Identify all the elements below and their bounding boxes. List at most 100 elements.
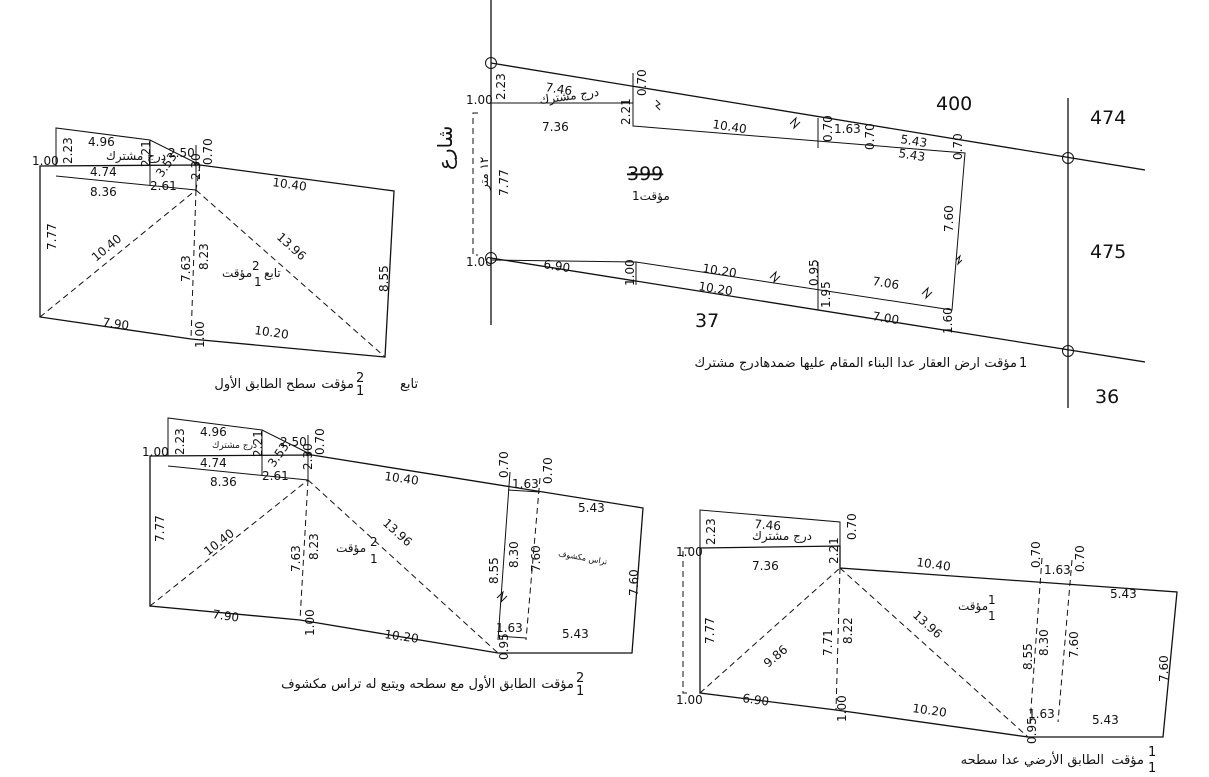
fraction-numerator: 1 <box>988 593 996 607</box>
dimension-label: 2.61 <box>150 179 177 193</box>
site-plan: 400 474 475 36 37 399 1مؤقت شارع ١٢ متر … <box>433 0 1146 408</box>
dimension-label: 2.21 <box>619 98 633 125</box>
partition-line <box>835 567 841 711</box>
dimension-label: 1.95 <box>819 281 833 308</box>
ground-floor-caption: 1 1 مؤقت الطابق الأرضي عدا سطحه <box>961 745 1157 776</box>
partition-line <box>195 164 201 191</box>
dimension-label: 9.86 <box>761 642 790 670</box>
terrace-label: تراس مكشوف <box>558 549 608 566</box>
stair-label: درج مشترك <box>106 149 166 164</box>
dimension-label: 4.96 <box>200 425 227 439</box>
partition-line <box>299 479 309 621</box>
dimension-label: 7.63 <box>179 255 193 282</box>
dimension-label: 1.00 <box>623 259 637 286</box>
dimension-label: 10.20 <box>702 261 738 280</box>
survey-point <box>1062 345 1074 357</box>
first-floor-caption: 2 1 مؤقت الطابق الأول مع سطحه ويتبع له ت… <box>281 671 584 699</box>
caption-temp: مؤقت <box>984 356 1017 371</box>
partition-line <box>167 465 309 481</box>
dimension-label: 0.70 <box>635 69 649 96</box>
caption-fraction-den: 1 <box>576 684 584 699</box>
unit-label: مؤقت <box>336 541 366 556</box>
dimension-label: 4.96 <box>88 135 115 149</box>
dimension-label: 10.20 <box>254 323 290 342</box>
dimension-label: 2.21 <box>139 140 153 167</box>
dimension-label: 7.60 <box>1157 655 1171 682</box>
caption-temp: مؤقت <box>321 377 354 392</box>
caption-fraction-num: 2 <box>576 671 584 686</box>
terrace-boundary <box>497 471 511 641</box>
break-mark <box>955 254 963 266</box>
dimension-label: 10.40 <box>712 117 748 136</box>
dimension-label: 13.96 <box>380 516 415 549</box>
first-floor-outline <box>149 454 644 654</box>
dimension-label: 5.43 <box>898 146 927 164</box>
dimension-label: 7.46 <box>754 517 782 533</box>
parcel-number-36: 36 <box>1095 386 1119 408</box>
dimension-label: 0.70 <box>201 138 215 165</box>
street-width-marker <box>472 112 478 256</box>
dimension-label: 10.40 <box>272 175 308 194</box>
dimension-label: 5.43 <box>562 627 589 641</box>
dimension-label: 8.55 <box>1021 643 1035 670</box>
break-mark <box>769 270 781 284</box>
stair-label: درج مشترك <box>752 529 812 544</box>
caption-temp: مؤقت <box>541 677 574 692</box>
dimension-label: 7.63 <box>289 545 303 572</box>
dimension-label: 7.60 <box>529 545 543 572</box>
street-width: ١٢ متر <box>477 157 492 191</box>
dimension-label: 5.43 <box>1110 587 1137 601</box>
survey-point <box>1062 152 1074 164</box>
annex-label: تابع <box>264 266 281 280</box>
fraction-denominator: 1 <box>988 609 996 623</box>
caption-text: الطابق الأول مع سطحه ويتبع له تراس مكشوف <box>281 675 536 692</box>
dimension-label: 7.46 <box>545 80 574 98</box>
dimension-label: 13.96 <box>274 230 309 263</box>
dimension-label: 2.21 <box>251 430 265 457</box>
dimension-label: 1.00 <box>676 693 703 707</box>
parcel-number-south: 37 <box>695 310 719 332</box>
diagonal-line <box>149 479 309 607</box>
stair-block <box>167 417 313 456</box>
dimension-label: 6.90 <box>543 257 572 275</box>
dimension-label: 2.61 <box>262 469 289 483</box>
survey-point <box>485 252 497 264</box>
ground-width-marker <box>682 547 690 694</box>
dimension-label: 2.30 <box>189 153 203 180</box>
dimension-label: 1.60 <box>941 307 955 334</box>
dimension-label: 1.63 <box>512 477 539 491</box>
temp-label: 1مؤقت <box>632 189 670 204</box>
north-boundary-line <box>490 62 1146 171</box>
dimension-label: 8.55 <box>377 265 391 292</box>
dimension-label: 10.20 <box>698 279 734 298</box>
dimension-label: 0.95 <box>1025 717 1039 744</box>
dimension-label: 1.00 <box>303 609 317 636</box>
dimension-label: 7.60 <box>627 569 641 596</box>
unit-label: مؤقت <box>222 266 252 281</box>
dimension-label: 10.40 <box>384 469 420 488</box>
fraction-denominator: 1 <box>254 275 262 289</box>
dimension-label: 2.23 <box>494 73 508 100</box>
dimension-label: 1.00 <box>466 255 493 269</box>
ground-floor-plan: 2.23 7.46 0.70 1.00 2.21 7.36 10.40 0.70… <box>676 509 1178 776</box>
partition-line <box>190 189 197 340</box>
dimension-label: 1.00 <box>835 695 849 722</box>
dimension-label: 0.70 <box>313 428 327 455</box>
dimension-label: 2.23 <box>61 137 75 164</box>
break-mark <box>655 99 661 111</box>
dimension-label: 5.43 <box>900 132 929 150</box>
dimension-label: 8.30 <box>507 541 521 568</box>
dimension-label: 6.90 <box>742 691 770 709</box>
caption-text: سطح الطابق الأول <box>214 375 316 392</box>
dimension-label: 0.70 <box>1073 545 1087 572</box>
dimension-label: 1.00 <box>676 545 703 559</box>
caption-fraction-den: 1 <box>1148 761 1156 776</box>
dimension-label: 4.74 <box>90 165 117 179</box>
dimension-label: 8.23 <box>307 533 321 560</box>
site-caption: 1 مؤقت ارض العقار عدا البناء المقام عليه… <box>694 356 1027 371</box>
caption-text: الطابق الأرضي عدا سطحه <box>961 751 1104 768</box>
dimension-label: 7.36 <box>542 120 569 134</box>
partition-line <box>1029 557 1043 723</box>
dimension-label: 7.77 <box>153 515 167 542</box>
dimension-label: 0.70 <box>541 457 555 484</box>
